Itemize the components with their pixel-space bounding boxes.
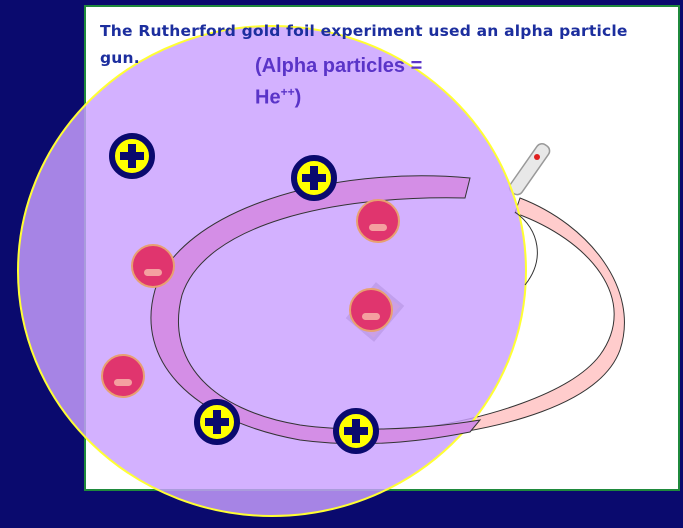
electron-2 bbox=[132, 245, 174, 287]
note-symbol: He bbox=[255, 87, 281, 109]
electron-1 bbox=[357, 200, 399, 242]
note-prefix: (Alpha particles = bbox=[255, 55, 422, 77]
electron-3 bbox=[350, 289, 392, 331]
alpha-particle-note: (Alpha particles = He++) bbox=[255, 53, 515, 111]
electron-4 bbox=[102, 355, 144, 397]
proton-2 bbox=[294, 158, 334, 198]
proton-1 bbox=[112, 136, 152, 176]
proton-4 bbox=[336, 411, 376, 451]
note-charge: ++ bbox=[281, 85, 295, 99]
proton-3 bbox=[197, 402, 237, 442]
note-suffix: ) bbox=[295, 87, 302, 109]
